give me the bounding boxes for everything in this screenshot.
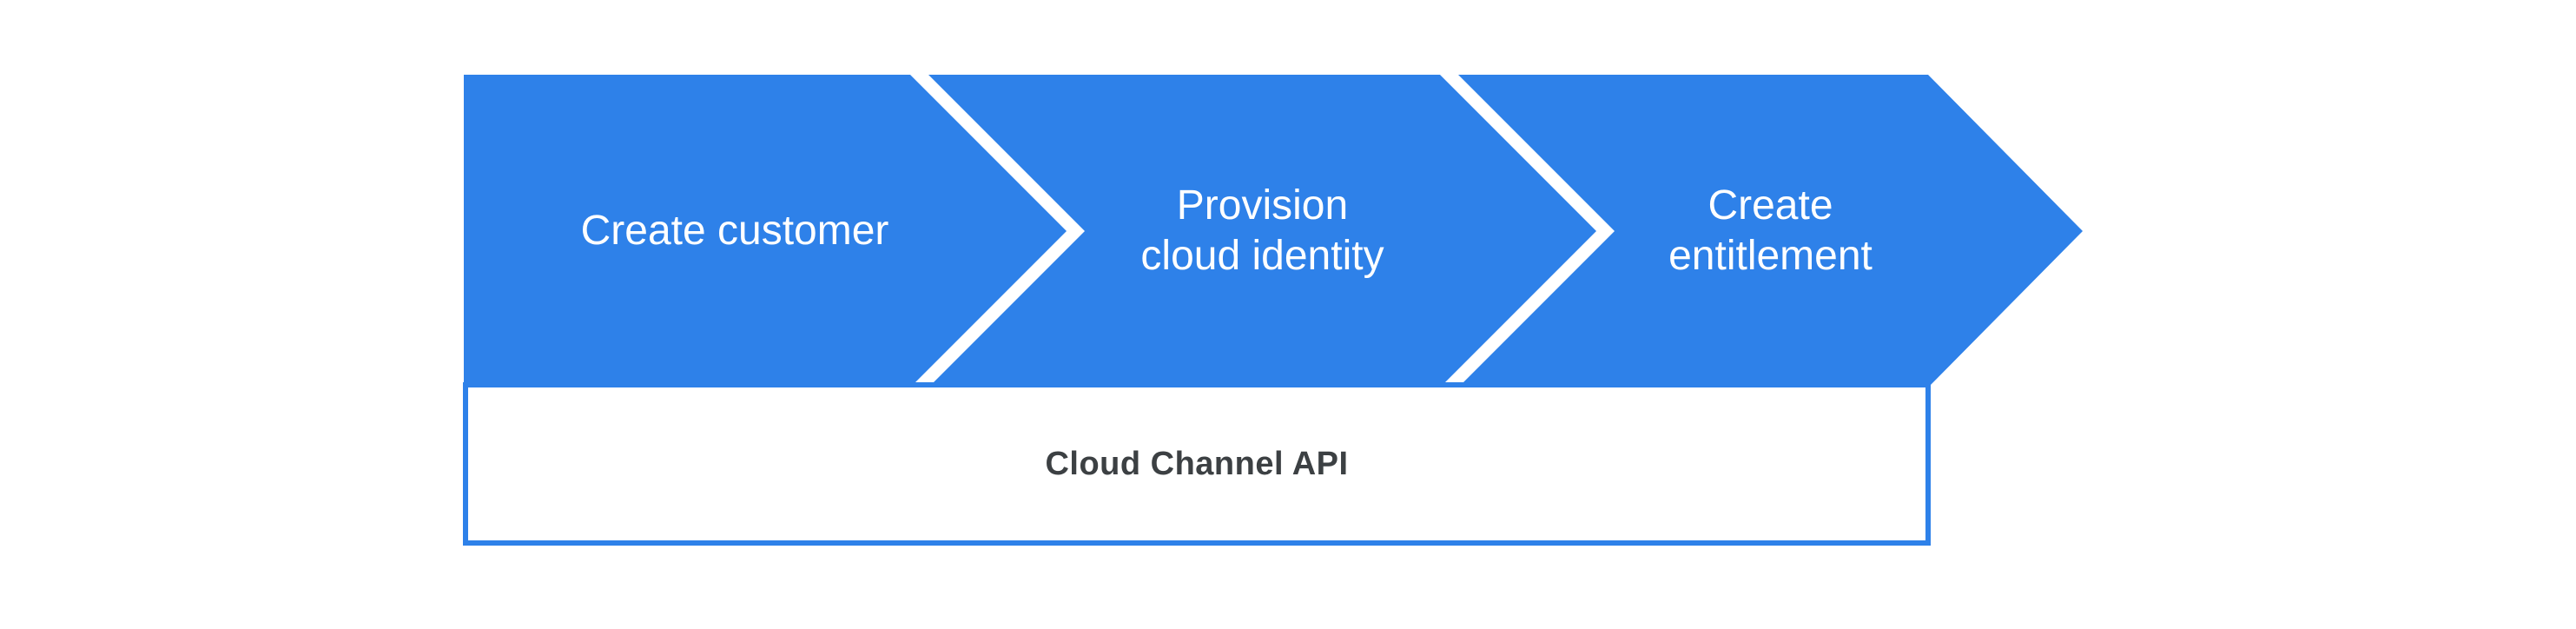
step-label-create-customer: Create customer <box>580 208 889 254</box>
cloud-channel-api-label: Cloud Channel API <box>1045 445 1349 482</box>
step-label-create-entitlement: Create entitlement <box>1668 182 1873 279</box>
step-label-provision-cloud-identity: Provision cloud identity <box>1140 182 1384 279</box>
cloud-channel-api-box: Cloud Channel API <box>463 382 1931 546</box>
chevron-step-provision-cloud-identity: Provision cloud identity <box>928 75 1596 387</box>
